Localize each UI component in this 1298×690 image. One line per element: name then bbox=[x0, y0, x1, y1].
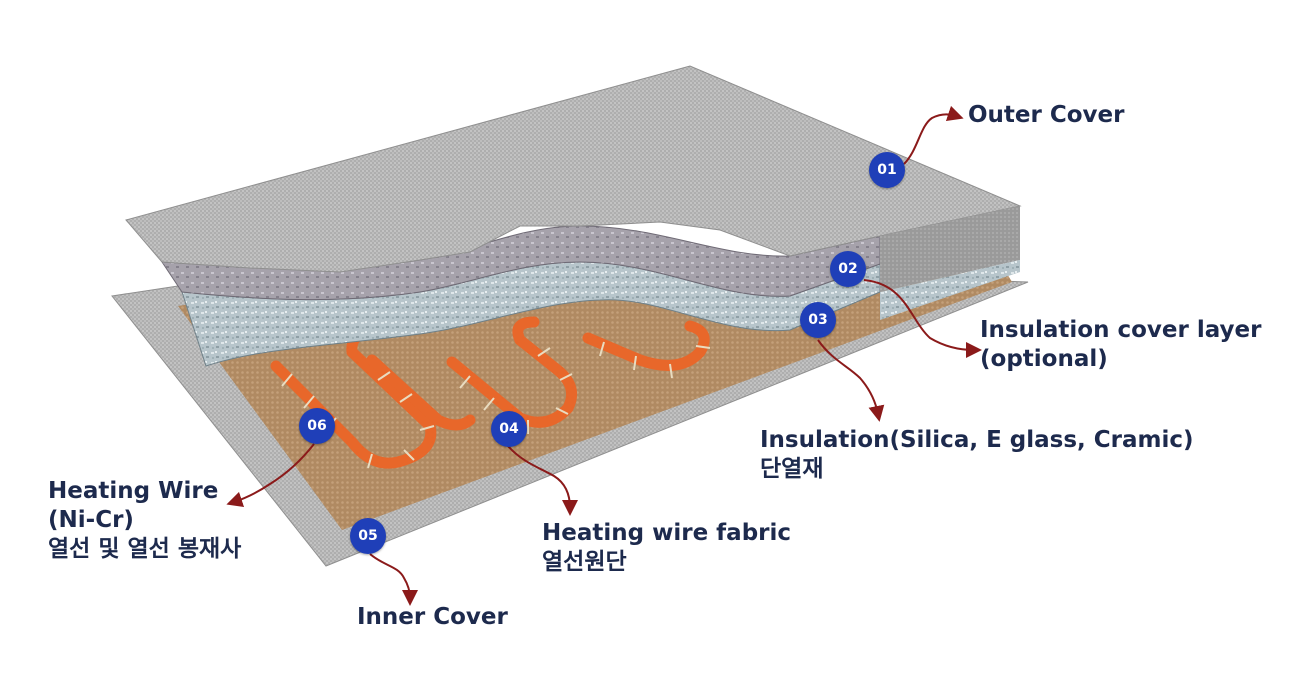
label-heating-fabric-line-1: Heating wire fabric bbox=[542, 520, 792, 546]
label-heating-wire-line-2: (Ni-Cr) bbox=[48, 507, 134, 533]
outer-cover-layer bbox=[125, 65, 1022, 273]
badge-05: 05 bbox=[350, 518, 386, 554]
label-outer-cover: Outer Cover bbox=[968, 101, 1125, 130]
insulation-side bbox=[880, 260, 1020, 320]
label-outer-cover-line-1: Outer Cover bbox=[968, 102, 1125, 128]
label-insulation: Insulation(Silica, E glass, Cramic) 단열재 bbox=[760, 426, 1194, 484]
label-inner-cover: Inner Cover bbox=[357, 603, 508, 632]
label-heating-wire-line-1: Heating Wire bbox=[48, 478, 219, 504]
leader-arrows bbox=[226, 105, 982, 606]
arrow-inner-cover bbox=[369, 553, 418, 606]
label-heating-wire-line-3: 열선 및 열선 봉재사 bbox=[48, 536, 242, 562]
label-insulation-cover-line-1: Insulation cover layer bbox=[980, 317, 1262, 343]
label-heating-wire: Heating Wire (Ni-Cr) 열선 및 열선 봉재사 bbox=[48, 477, 241, 564]
arrow-heating-wire bbox=[226, 443, 315, 508]
label-insulation-cover-line-2: (optional) bbox=[980, 346, 1108, 372]
arrow-outer-cover bbox=[903, 105, 964, 165]
label-inner-cover-line-1: Inner Cover bbox=[357, 604, 508, 630]
label-insulation-line-1: Insulation(Silica, E glass, Cramic) bbox=[760, 427, 1194, 453]
label-heating-fabric-line-2: 열선원단 bbox=[542, 549, 627, 575]
arrow-insulation-cover bbox=[863, 279, 982, 358]
label-insulation-line-2: 단열재 bbox=[760, 456, 824, 482]
outer-cover-side bbox=[880, 206, 1020, 292]
arrow-heating-fabric bbox=[507, 445, 578, 516]
badge-03: 03 bbox=[800, 302, 836, 338]
badge-02: 02 bbox=[830, 251, 866, 287]
label-heating-fabric: Heating wire fabric 열선원단 bbox=[542, 519, 791, 577]
badge-06: 06 bbox=[299, 408, 335, 444]
heating-wire-stitches bbox=[281, 341, 711, 469]
label-insulation-cover: Insulation cover layer (optional) bbox=[980, 316, 1261, 374]
badge-01: 01 bbox=[869, 152, 905, 188]
badge-04: 04 bbox=[491, 411, 527, 447]
arrow-insulation bbox=[817, 339, 885, 422]
